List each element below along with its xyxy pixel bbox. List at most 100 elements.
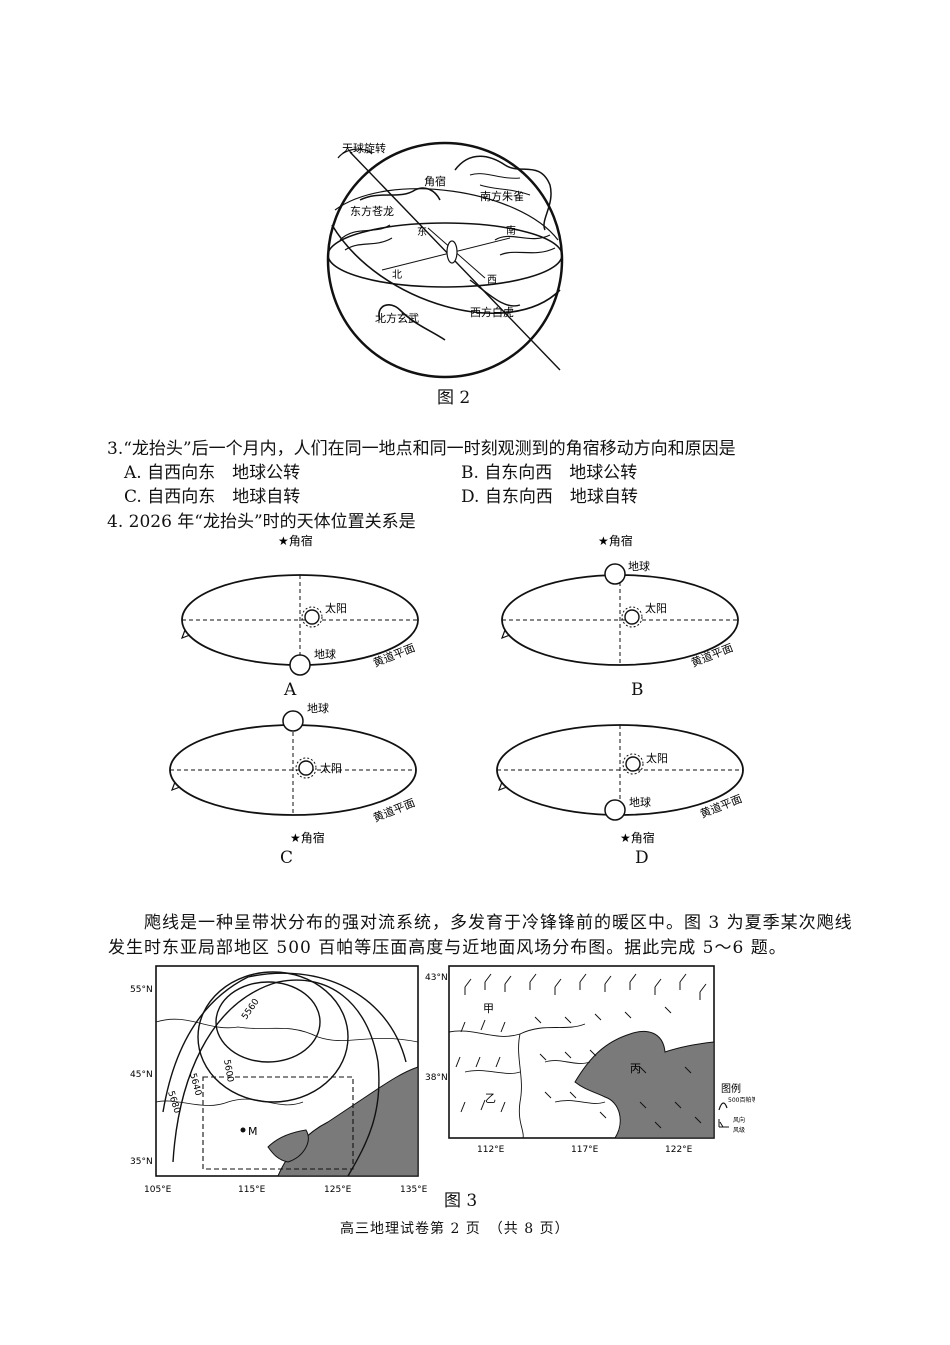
option-letter: B. — [461, 463, 479, 483]
celestial-sphere-diagram: 天球旋转 角宿 南方朱雀 东方苍龙 东 南 北 西 西方白虎 北方玄武 — [326, 141, 564, 379]
figure-3-right-map: 甲 乙 丙 43°N 38°N 112°E 117°E 122°E 图例 500… — [425, 962, 799, 1157]
earth-label: 地球 — [314, 647, 336, 661]
orbit-direction-arrow-icon — [500, 629, 511, 640]
figure-3-left-map: M 5560 5600 5640 5680 55°N 45°N 35°N 105… — [128, 962, 428, 1197]
sea-shaded — [574, 1030, 715, 1139]
contour-5600 — [197, 971, 349, 1103]
label-jiaoxiu: 角宿 — [424, 174, 446, 188]
label-east: 东 — [417, 225, 427, 238]
question-3-stem: 3.“龙抬头”后一个月内，人们在同一地点和同一时刻观测到的角宿移动方向和原因是 — [107, 439, 736, 459]
focus-box — [202, 1076, 354, 1170]
option-text: 自东向西 地球公转 — [484, 463, 638, 483]
sun-icon — [624, 609, 640, 625]
contour-5640 — [172, 979, 380, 1177]
ecliptic-label: 黄道平面 — [371, 640, 417, 669]
star-label: ★角宿 — [620, 830, 655, 845]
option-text: 自东向西 地球自转 — [484, 487, 638, 507]
earth-icon — [604, 799, 626, 821]
star-label: ★角宿 — [278, 533, 313, 548]
earth-icon — [604, 563, 626, 585]
option-letter: D. — [461, 487, 480, 507]
sun-label: 太阳 — [645, 602, 667, 615]
earth-icon — [289, 654, 311, 676]
diagram-d[interactable]: 太阳 地球 黄道平面 ★角宿 — [490, 700, 760, 850]
wind-barb-legend-icon — [718, 1119, 729, 1128]
question-3-option-b[interactable]: B. 自东向西 地球公转 — [461, 458, 637, 483]
label-rotation: 天球旋转 — [342, 141, 386, 155]
orbit-direction-arrow-icon — [180, 629, 191, 640]
sun-label: 太阳 — [320, 762, 342, 775]
ns-line — [381, 237, 511, 271]
option-text: 自西向东 地球公转 — [147, 463, 301, 483]
place-bing: 丙 — [630, 1062, 641, 1075]
option-letter: A. — [124, 463, 142, 483]
sun-icon — [298, 760, 314, 776]
sun-icon — [625, 756, 641, 772]
legend-title: 图例 — [721, 1082, 741, 1095]
point-m-label: M — [248, 1125, 258, 1138]
point-m — [240, 1127, 246, 1133]
label-north: 北 — [392, 269, 402, 281]
option-letter: C. — [124, 487, 142, 507]
lon-label: 117°E — [571, 1145, 599, 1155]
question-3-option-d[interactable]: D. 自东向西 地球自转 — [461, 482, 638, 507]
option-text: 自西向东 地球自转 — [147, 487, 301, 507]
celestial-sphere-outline — [326, 141, 564, 379]
place-jia: 甲 — [483, 1002, 494, 1015]
lat-label: 45°N — [130, 1070, 153, 1080]
diagram-a[interactable]: ★角宿 太阳 地球 黄道平面 — [170, 530, 430, 700]
sun-label: 太阳 — [325, 602, 347, 615]
lon-label: 115°E — [238, 1185, 266, 1195]
ecliptic-label: 黄道平面 — [689, 640, 735, 669]
lon-label: 122°E — [665, 1145, 693, 1155]
diagram-b[interactable]: ★角宿 太阳 地球 黄道平面 — [495, 530, 755, 700]
sun-icon — [304, 609, 320, 625]
contour-5680 — [162, 972, 407, 1113]
lat-label: 55°N — [130, 985, 153, 995]
diagram-d-letter: D — [635, 848, 649, 868]
diagram-c-letter: C — [280, 848, 294, 868]
label-west: 西 — [487, 275, 497, 286]
passage-line-2: 发生时东亚局部地区 500 百帕等压面高度与近地面风场分布图。据此完成 5～6 … — [108, 938, 787, 958]
figure-2-caption: 图 2 — [437, 388, 471, 408]
star-label: ★角宿 — [598, 533, 633, 548]
legend-wind-dir: 风向 — [733, 1116, 745, 1124]
question-4-stem: 4. 2026 年“龙抬头”时的天体位置关系是 — [107, 512, 416, 532]
sun-label: 太阳 — [646, 752, 668, 765]
diagram-b-letter: B — [631, 680, 644, 700]
diagram-c[interactable]: 太阳 地球 黄道平面 ★角宿 — [160, 700, 430, 850]
earth-label: 地球 — [307, 701, 329, 715]
label-east-dragon: 东方苍龙 — [350, 204, 394, 218]
diagram-a-letter: A — [284, 680, 297, 700]
passage-line-1: 飑线是一种呈带状分布的强对流系统，多发育于冷锋锋前的暖区中。图 3 为夏季某次飑… — [144, 913, 853, 933]
star-label: ★角宿 — [290, 830, 325, 845]
ecliptic-label: 黄道平面 — [371, 795, 417, 824]
question-3-option-c[interactable]: C. 自西向东 地球自转 — [124, 482, 300, 507]
lat-label: 35°N — [130, 1157, 153, 1167]
lat-label: 43°N — [425, 973, 448, 983]
contour-legend-icon — [718, 1102, 728, 1111]
horizon-plane — [327, 222, 563, 288]
lon-label: 135°E — [400, 1185, 428, 1195]
north-tortoise-figure — [378, 304, 446, 341]
question-3-option-a[interactable]: A. 自西向东 地球公转 — [124, 458, 300, 483]
wind-barbs — [455, 973, 707, 1129]
celestial-equator — [331, 224, 561, 314]
east-dragon-figure — [359, 187, 441, 201]
contour-label: 5600 — [221, 1059, 235, 1084]
orbit-direction-arrow-icon — [170, 781, 181, 792]
label-west-tiger: 西方白虎 — [470, 305, 514, 319]
earth-label: 地球 — [629, 795, 651, 809]
contour-5560 — [215, 981, 321, 1063]
figure-2: 天球旋转 角宿 南方朱雀 东方苍龙 东 南 北 西 西方白虎 北方玄武 — [320, 130, 580, 380]
earth-label: 地球 — [628, 559, 650, 573]
lon-label: 105°E — [144, 1185, 172, 1195]
west-tiger-figure — [469, 279, 521, 307]
page-footer: 高三地理试卷第 2 页 （共 8 页） — [340, 1221, 570, 1237]
south-bird-figure — [454, 155, 552, 231]
orbit-direction-arrow-icon — [497, 781, 508, 792]
legend-wind-speed: 风级 — [733, 1126, 745, 1134]
label-south-bird: 南方朱雀 — [480, 189, 524, 203]
